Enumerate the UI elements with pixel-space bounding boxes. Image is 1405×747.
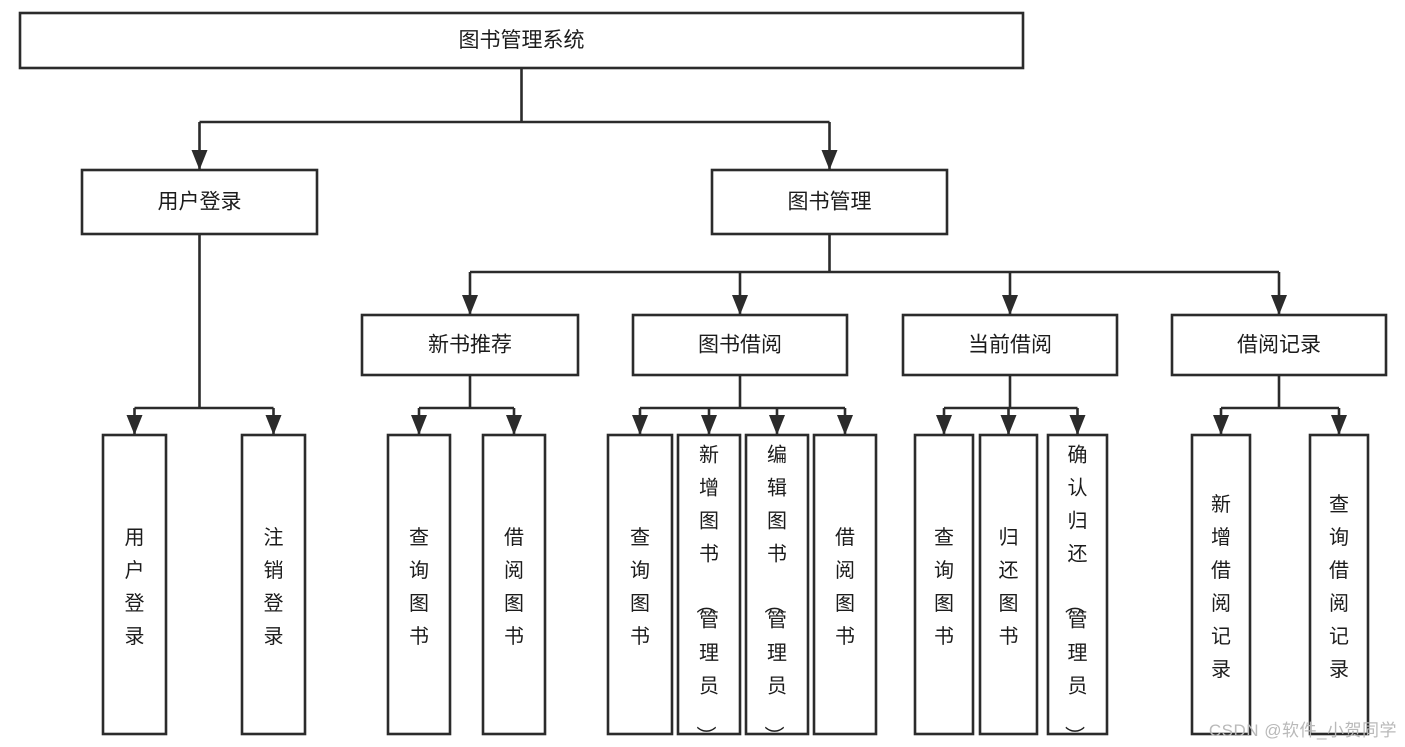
- arrow-borrow-record-leaf-0: [1213, 415, 1229, 435]
- arrow-book-borrow-leaf-3: [837, 415, 853, 435]
- node-leaf-new-book-recommend-1-label: 借阅图书: [504, 526, 524, 648]
- node-leaf-current-borrow-0-box[interactable]: [913, 433, 975, 736]
- node-root-label: 图书管理系统: [459, 29, 585, 52]
- node-leaf-book-borrow-0-label: 查询图书: [630, 526, 650, 648]
- node-leaf-book-borrow-2-box[interactable]: [744, 433, 810, 736]
- node-level3-0-label: 新书推荐: [428, 334, 512, 357]
- node-leaf-new-book-recommend-1-box[interactable]: [481, 433, 547, 736]
- arrow-current-borrow-leaf-1: [1000, 415, 1017, 435]
- node-level3-3-label: 借阅记录: [1237, 334, 1321, 357]
- node-level3-2-label: 当前借阅: [968, 334, 1052, 357]
- arrow-to-level2-0: [191, 150, 208, 170]
- watermark-text: CSDN @软件_小贺同学: [1208, 721, 1397, 740]
- node-leaf-user-login-0-label: 用户登录: [125, 527, 145, 648]
- node-leaf-new-book-recommend-0-label: 查询图书: [409, 526, 429, 648]
- arrow-to-level3-0: [462, 295, 478, 315]
- arrow-to-level3-2: [1002, 295, 1018, 315]
- node-leaf-user-login-0-box[interactable]: [101, 433, 168, 736]
- node-leaf-book-borrow-1-label: 新增图书（管理员）: [694, 444, 719, 746]
- node-level2-0-box[interactable]: [80, 168, 319, 236]
- node-leaf-current-borrow-1-label: 归还图书: [999, 526, 1019, 648]
- arrow-new-book-recommend-leaf-0: [411, 415, 427, 435]
- node-leaf-current-borrow-2-box[interactable]: [1046, 433, 1109, 736]
- node-level3-1-box[interactable]: [631, 313, 849, 377]
- arrow-current-borrow-leaf-2: [1069, 415, 1086, 435]
- edges-layer: [126, 68, 1347, 435]
- arrow-to-level3-1: [732, 295, 748, 315]
- node-level3-1-label: 图书借阅: [698, 334, 782, 357]
- node-leaf-borrow-record-0-box[interactable]: [1190, 433, 1252, 736]
- arrow-user-login-leaf-0: [126, 415, 143, 435]
- arrow-to-level2-1: [821, 150, 838, 170]
- arrow-to-level3-3: [1271, 295, 1287, 315]
- node-level3-3-box[interactable]: [1170, 313, 1388, 377]
- node-leaf-current-borrow-0-label: 查询图书: [934, 526, 954, 648]
- node-leaf-current-borrow-2-label: 确认归还（管理员）: [1063, 444, 1088, 746]
- arrow-book-borrow-leaf-0: [632, 415, 648, 435]
- node-leaf-book-borrow-3-box[interactable]: [812, 433, 878, 736]
- node-leaf-book-borrow-0-box[interactable]: [606, 433, 674, 736]
- node-leaf-borrow-record-0-label: 新增借阅记录: [1211, 493, 1231, 681]
- arrow-user-login-leaf-1: [265, 415, 282, 435]
- arrow-new-book-recommend-leaf-1: [506, 415, 522, 435]
- node-level3-0-box[interactable]: [360, 313, 580, 377]
- node-leaf-user-login-1-box[interactable]: [240, 433, 307, 736]
- node-leaf-user-login-1-label: 注销登录: [264, 526, 284, 648]
- node-leaf-book-borrow-3-label: 借阅图书: [835, 526, 855, 648]
- node-leaf-current-borrow-1-box[interactable]: [978, 433, 1039, 736]
- node-level2-1-label: 图书管理: [788, 191, 872, 214]
- arrow-book-borrow-leaf-1: [701, 415, 717, 435]
- node-root-box[interactable]: [18, 11, 1025, 70]
- node-leaf-new-book-recommend-0-box[interactable]: [386, 433, 452, 736]
- node-level2-1-box[interactable]: [710, 168, 949, 236]
- arrow-borrow-record-leaf-1: [1331, 415, 1347, 435]
- node-level3-2-box[interactable]: [901, 313, 1119, 377]
- node-leaf-borrow-record-1-label: 查询借阅记录: [1329, 493, 1349, 681]
- node-leaf-borrow-record-1-box[interactable]: [1308, 433, 1370, 736]
- node-leaf-book-borrow-1-box[interactable]: [676, 433, 742, 736]
- node-level2-0-label: 用户登录: [158, 191, 242, 214]
- arrow-current-borrow-leaf-0: [936, 415, 952, 435]
- nodes-layer: 图书管理系统用户登录图书管理新书推荐图书借阅当前借阅借阅记录用户登录注销登录查询…: [18, 11, 1388, 746]
- arrow-book-borrow-leaf-2: [769, 415, 785, 435]
- node-leaf-book-borrow-2-label: 编辑图书（管理员）: [762, 444, 787, 746]
